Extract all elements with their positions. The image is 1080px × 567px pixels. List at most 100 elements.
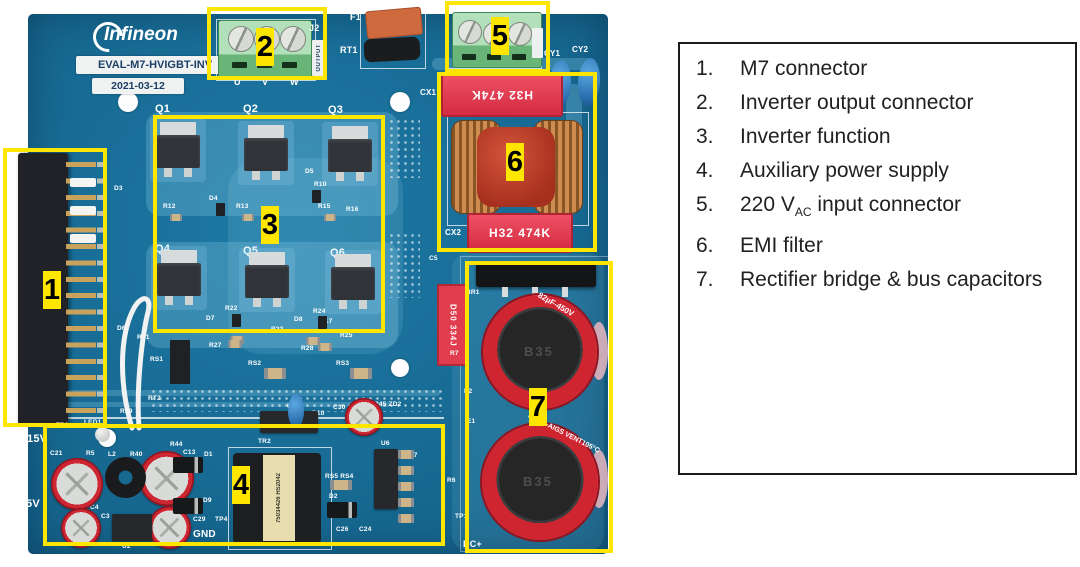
silkscreen-r45-zd2: R45 ZD2 — [374, 401, 402, 408]
silkscreen-r22: R22 — [225, 305, 238, 312]
igbt-q4 — [151, 246, 207, 310]
annotation-number-5: 5 — [491, 17, 509, 55]
x-capacitor-cx2: H32 474K — [467, 213, 573, 253]
silkscreen-c30: C30 — [333, 404, 346, 411]
input-tag — [532, 28, 543, 58]
smd-resistor — [398, 450, 414, 459]
silkscreen-d9: D9 — [203, 497, 212, 504]
diode-d9 — [173, 498, 203, 514]
rectifier-bridge-leads — [490, 287, 580, 297]
silkscreen-d4: D4 — [209, 195, 218, 202]
capacitor-top-marking: B35 — [523, 474, 553, 489]
silkscreen-rs5-rs4: RS5 RS4 — [325, 473, 354, 480]
via-grid — [388, 118, 420, 178]
smd-diode — [232, 314, 241, 327]
mounting-hole — [391, 359, 409, 377]
m7-connector-pads — [97, 158, 105, 420]
silkscreen-bar — [70, 206, 96, 215]
smd-resistor — [242, 214, 254, 221]
annotation-number-1: 1 — [43, 271, 61, 309]
silkscreen-d7: D7 — [206, 315, 215, 322]
silkscreen-q6: Q6 — [330, 247, 346, 259]
silkscreen-5v: 5V — [26, 498, 40, 510]
silkscreen-bar — [70, 234, 96, 243]
silkscreen-tp3: TP3 — [5, 475, 18, 482]
annotation-box-3 — [153, 115, 385, 333]
smd-resistor — [398, 482, 414, 491]
silkscreen-r40: R40 — [130, 451, 143, 458]
silkscreen-d2: D2 — [329, 493, 338, 500]
via-grid — [388, 232, 420, 298]
legend-item-5: 5. 220 VAC input connector — [696, 192, 1055, 225]
silkscreen-d1: D1 — [204, 451, 213, 458]
smd-diode — [318, 316, 327, 329]
smd-resistor — [228, 340, 242, 348]
silkscreen-rt2: RT2 — [148, 395, 161, 402]
smd-resistor — [324, 214, 336, 221]
smd-resistor — [318, 343, 332, 351]
electrolytic-capacitor — [61, 508, 101, 548]
silkscreen-u6: U6 — [381, 440, 390, 447]
silkscreen-br1: BR1 — [466, 289, 480, 296]
fuse-f1 — [364, 6, 424, 40]
shunt-rs3 — [350, 368, 372, 379]
annotation-box-6 — [437, 72, 597, 252]
legend-item-2: 2. Inverter output connector — [696, 90, 1055, 116]
mounting-hole — [390, 92, 410, 112]
silkscreen-r6: R6 — [447, 477, 456, 484]
annotation-number-6: 6 — [506, 143, 524, 181]
silkscreen-e1: E1 — [467, 418, 476, 425]
silkscreen-c26: C26 — [336, 526, 349, 533]
electrolytic-capacitor — [51, 458, 103, 510]
smd-resistor — [306, 337, 320, 345]
legend-item-4: 4. Auxiliary power supply — [696, 158, 1055, 184]
legend-item-label: Auxiliary power supply — [740, 159, 949, 182]
shunt-rs2 — [264, 368, 286, 379]
silkscreen-c29: C29 — [193, 516, 206, 523]
silkscreen-c5: C5 — [429, 255, 438, 262]
silkscreen-j2: J2 — [309, 23, 320, 33]
legend-item-1: 1. M7 connector — [696, 56, 1055, 82]
silkscreen-rt1: RT1 — [340, 45, 358, 55]
silkscreen-tp4: TP4 — [215, 516, 228, 523]
silkscreen-d5: D5 — [305, 168, 314, 175]
silkscreen-tr2: TR2 — [258, 438, 271, 445]
silkscreen-c24: C24 — [359, 526, 372, 533]
shunt-rs1 — [170, 340, 190, 384]
ic-u6 — [374, 449, 398, 509]
legend-item-number: 2. — [696, 91, 714, 114]
silkscreen-u2: U2 — [122, 543, 131, 550]
silkscreen-r44: R44 — [170, 441, 183, 448]
terminal-screw — [508, 22, 532, 46]
silkscreen-c3: C3 — [101, 513, 110, 520]
silkscreen-cy1: CY1 — [544, 49, 561, 58]
annotation-number-2: 2 — [256, 28, 274, 66]
silkscreen-r5: R5 — [86, 450, 95, 457]
silkscreen-r28: R28 — [301, 345, 314, 352]
silkscreen-rs2: RS2 — [248, 360, 262, 367]
silkscreen-q5: Q5 — [243, 245, 259, 257]
terminal-slot — [512, 54, 526, 60]
smd-resistor — [398, 466, 414, 475]
silkscreen-outline — [228, 447, 332, 550]
silkscreen-tp1: TP1 — [455, 513, 468, 520]
annotation-box-2 — [207, 7, 327, 80]
smd-resistor — [170, 214, 182, 221]
silkscreen-d6: D6 — [117, 325, 126, 332]
smd-resistor — [398, 498, 414, 507]
silkscreen-u: U — [234, 77, 241, 87]
silkscreen-r39: R39 — [120, 408, 133, 415]
disc-capacitor — [288, 394, 304, 428]
silkscreen-q2: Q2 — [243, 103, 259, 115]
silkscreen-rs3: RS3 — [336, 360, 350, 367]
thermistor-rt1 — [363, 36, 421, 63]
legend-item-label: Inverter function — [740, 125, 891, 148]
silkscreen-c4: C4 — [90, 504, 99, 511]
board-name-plate: EVAL-M7-HVIGBT-INV — [76, 56, 234, 74]
legend-item-label: Rectifier bridge & bus capacitors — [740, 268, 1043, 292]
rectifier-bridge-br1 — [476, 261, 596, 287]
annotation-number-4: 4 — [232, 466, 250, 504]
annotation-number-3: 3 — [261, 206, 279, 244]
legend-item-number: 1. — [696, 57, 714, 80]
